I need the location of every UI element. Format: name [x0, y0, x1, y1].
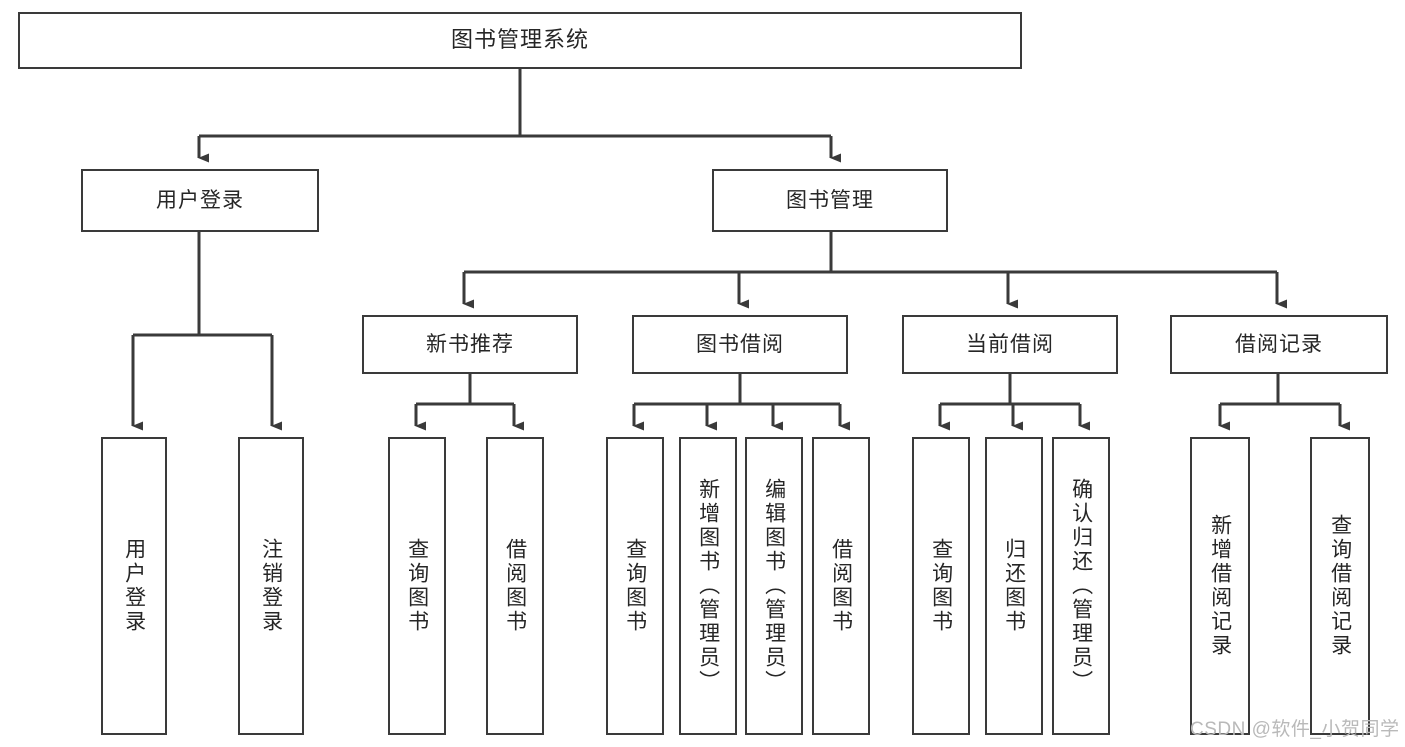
node-leaf-5-label: 新增图书（管理员）: [696, 478, 720, 694]
node-level3-3-label: 借阅记录: [1235, 332, 1323, 356]
node-leaf-11[interactable]: 新增借阅记录: [1190, 437, 1250, 735]
node-leaf-10[interactable]: 确认归还（管理员）: [1052, 437, 1110, 735]
node-leaf-5[interactable]: 新增图书（管理员）: [679, 437, 737, 735]
node-level3-0-label: 新书推荐: [426, 332, 514, 356]
node-leaf-3-label: 借阅图书: [503, 538, 527, 634]
node-level3-1[interactable]: 图书借阅: [632, 315, 848, 374]
node-root-label: 图书管理系统: [450, 27, 589, 53]
node-leaf-1-label: 注销登录: [259, 538, 283, 634]
node-leaf-3[interactable]: 借阅图书: [486, 437, 544, 735]
node-leaf-12-label: 查询借阅记录: [1328, 514, 1352, 658]
node-leaf-0-label: 用户登录: [122, 538, 146, 634]
node-leaf-10-label: 确认归还（管理员）: [1069, 478, 1093, 694]
node-leaf-7-label: 借阅图书: [829, 538, 853, 634]
node-leaf-2-label: 查询图书: [405, 538, 429, 634]
node-leaf-8-label: 查询图书: [929, 538, 953, 634]
node-level3-0[interactable]: 新书推荐: [362, 315, 578, 374]
node-leaf-4-label: 查询图书: [623, 538, 647, 634]
node-level2-0-label: 用户登录: [156, 188, 244, 212]
node-leaf-2[interactable]: 查询图书: [388, 437, 446, 735]
node-level2-0[interactable]: 用户登录: [81, 169, 319, 232]
node-leaf-6[interactable]: 编辑图书（管理员）: [745, 437, 803, 735]
node-leaf-0[interactable]: 用户登录: [101, 437, 167, 735]
node-root[interactable]: 图书管理系统: [18, 12, 1022, 69]
node-leaf-9-label: 归还图书: [1002, 538, 1026, 634]
node-leaf-4[interactable]: 查询图书: [606, 437, 664, 735]
node-leaf-8[interactable]: 查询图书: [912, 437, 970, 735]
node-leaf-6-label: 编辑图书（管理员）: [762, 478, 786, 694]
node-leaf-12[interactable]: 查询借阅记录: [1310, 437, 1370, 735]
node-level3-2-label: 当前借阅: [966, 332, 1054, 356]
node-level3-1-label: 图书借阅: [696, 332, 784, 356]
node-level2-1-label: 图书管理: [786, 188, 874, 212]
node-leaf-7[interactable]: 借阅图书: [812, 437, 870, 735]
node-level2-1[interactable]: 图书管理: [712, 169, 948, 232]
node-leaf-1[interactable]: 注销登录: [238, 437, 304, 735]
node-level3-3[interactable]: 借阅记录: [1170, 315, 1388, 374]
node-leaf-9[interactable]: 归还图书: [985, 437, 1043, 735]
watermark-text: CSDN @软件_小贺同学: [1190, 719, 1400, 740]
node-level3-2[interactable]: 当前借阅: [902, 315, 1118, 374]
node-leaf-11-label: 新增借阅记录: [1208, 514, 1232, 658]
